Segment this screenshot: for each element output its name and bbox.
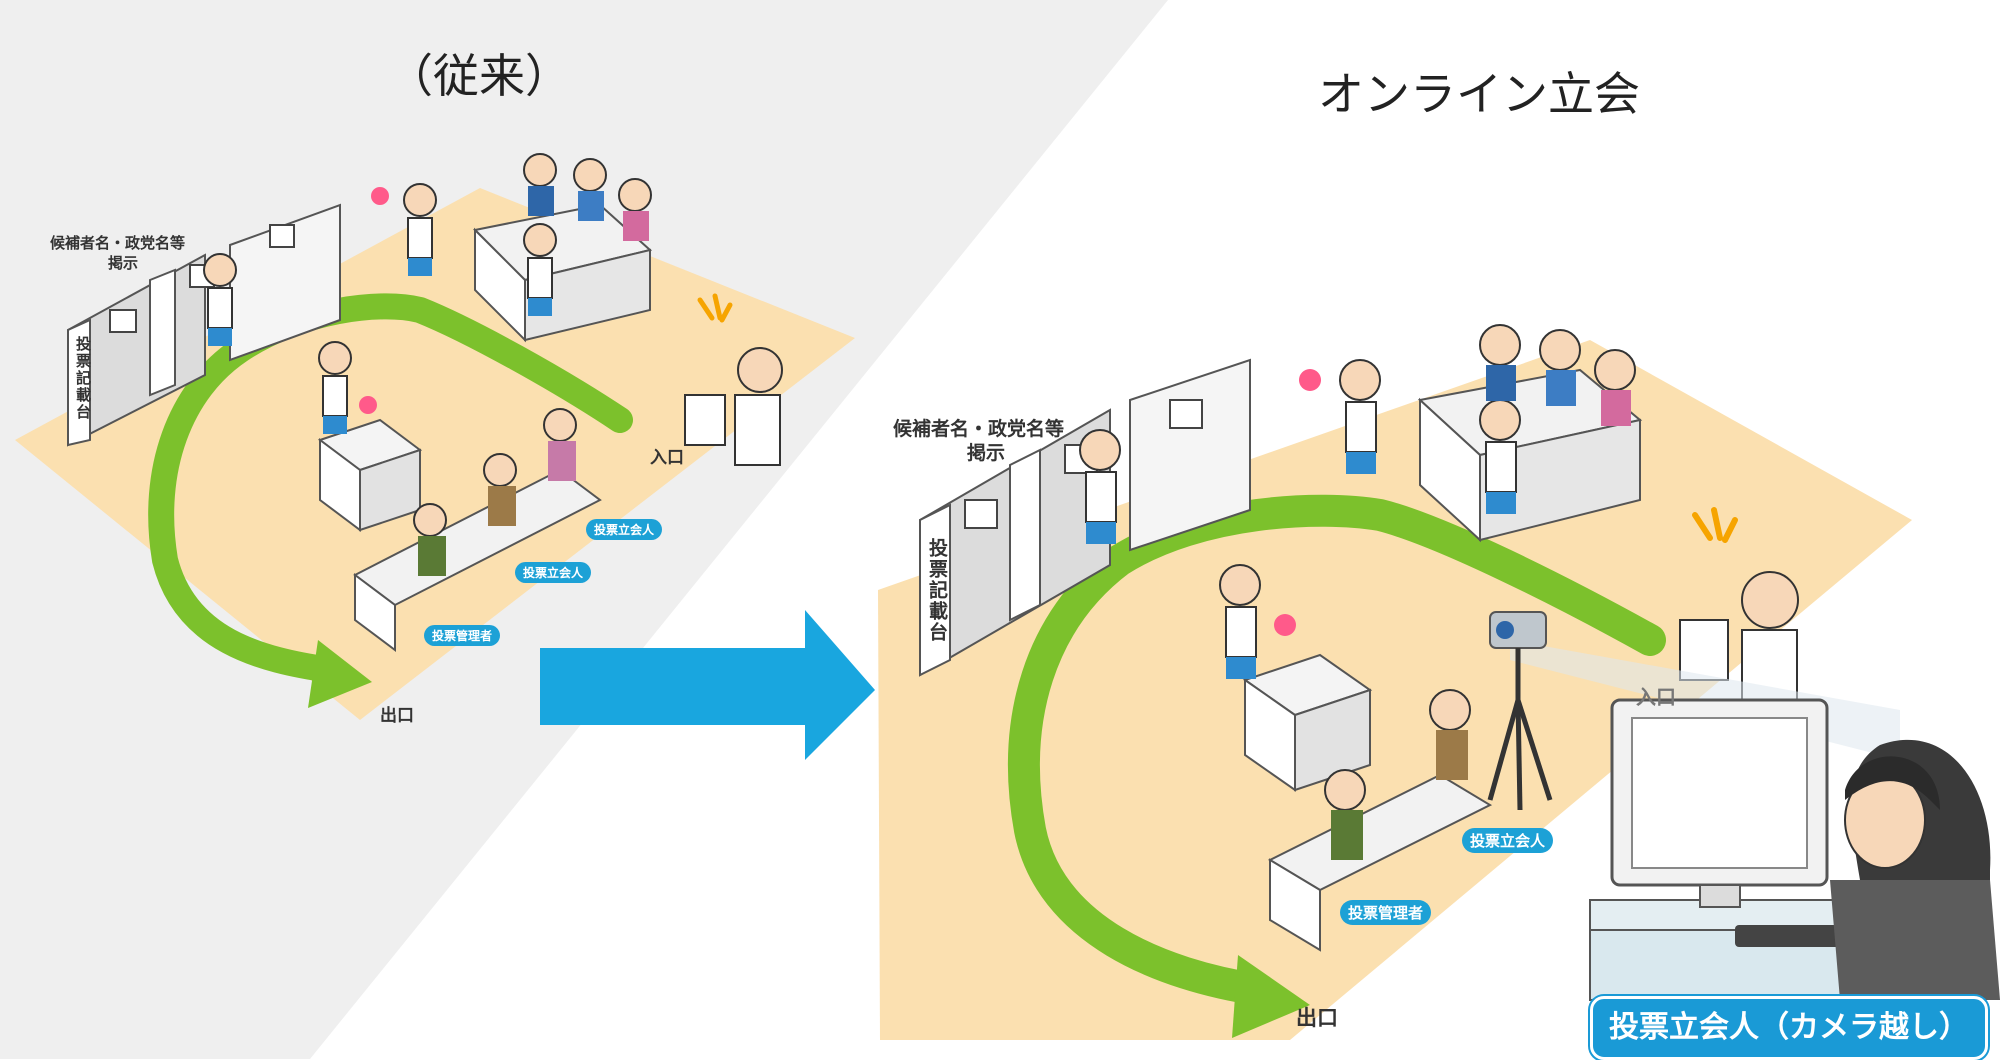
right-booth-vertical-label: 投票記載台 — [926, 538, 948, 643]
right-observers-desk — [1267, 773, 1493, 952]
left-exit-label: 出口 — [380, 706, 414, 726]
right-path-arrowhead — [1232, 955, 1310, 1038]
left-reception-desk — [472, 203, 653, 343]
title-after: オンライン立会 — [1318, 67, 1640, 121]
right-badge-manager: 投票管理者 — [1340, 900, 1432, 925]
left-badge-observer-1: 投票立会人 — [586, 519, 663, 540]
transition-arrow — [540, 610, 875, 760]
right-exit-label: 出口 — [1296, 1006, 1338, 1030]
right-booths — [919, 358, 1251, 677]
right-people — [1079, 324, 1799, 860]
left-entrance-label: 入口 — [650, 448, 684, 468]
left-badge-manager: 投票管理者 — [424, 625, 501, 646]
right-green-path — [1008, 494, 1666, 1006]
remote-observer-caption: 投票立会人（カメラ越し） — [1590, 996, 1988, 1060]
right-reception-desk — [1417, 368, 1643, 543]
right-booth-label-line2: 掲示 — [967, 442, 1006, 464]
left-badge-observer-2: 投票立会人 — [515, 562, 592, 583]
left-booth-vertical-label: 投票記載台 — [74, 336, 92, 421]
left-people — [203, 153, 783, 576]
remote-observer — [1589, 698, 2005, 1010]
right-badge-observer: 投票立会人 — [1462, 828, 1554, 853]
left-booth-label-line1: 候補者名・政党名等 — [50, 234, 186, 252]
right-ballot-box — [1242, 653, 1373, 792]
left-scene — [15, 153, 855, 720]
left-path-arrowhead — [308, 640, 372, 708]
right-scene — [878, 324, 2005, 1040]
left-booths — [67, 203, 341, 447]
left-booth-label-line2: 掲示 — [108, 254, 139, 272]
right-booth-label-line1: 候補者名・政党名等 — [893, 418, 1065, 440]
right-entrance-label: 入口 — [1636, 685, 1676, 709]
left-floor — [15, 188, 855, 720]
title-before: （従来） — [387, 49, 571, 103]
